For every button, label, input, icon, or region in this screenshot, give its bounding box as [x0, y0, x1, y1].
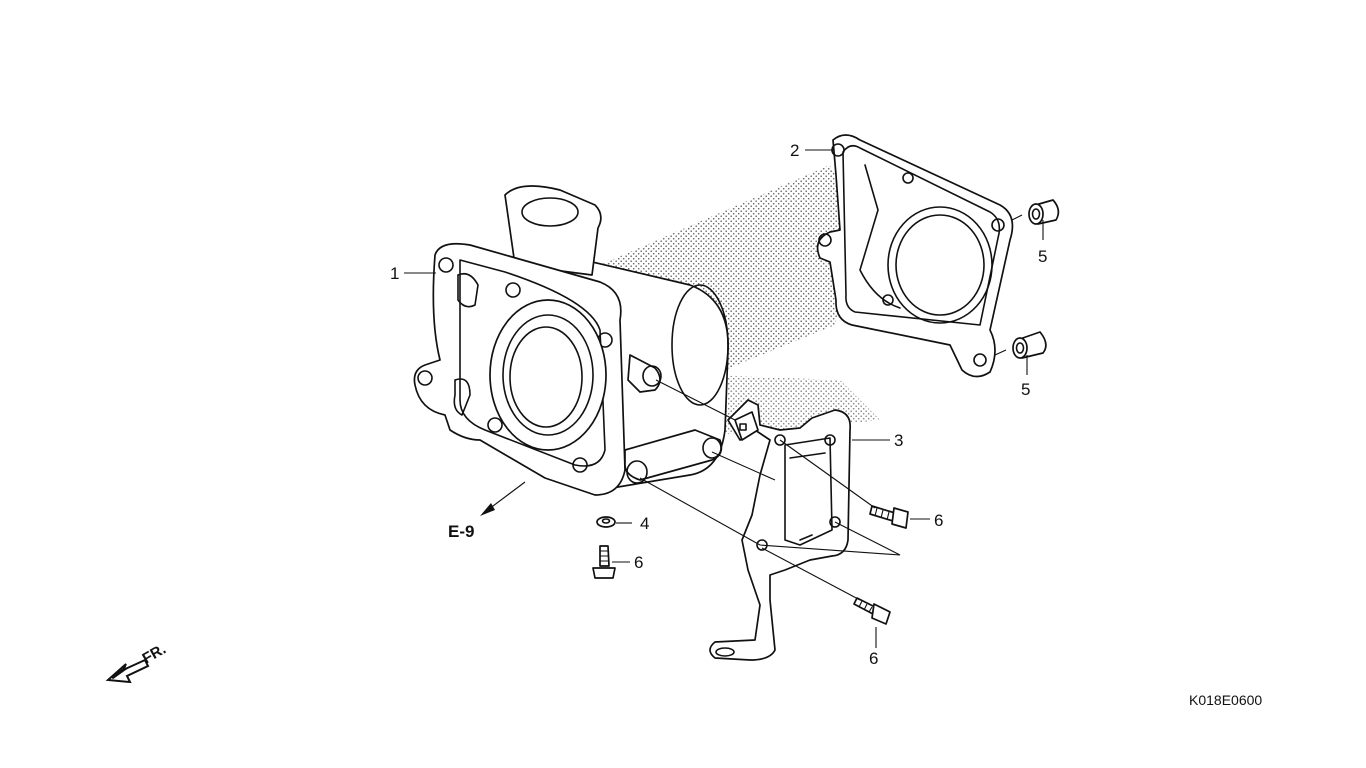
cylinder-part — [413, 185, 729, 496]
callout-6-right: 6 — [934, 511, 943, 530]
reference-label[interactable]: E-9 — [448, 522, 474, 541]
cylinder-gasket-part — [816, 134, 1014, 378]
dowel-pin-upper — [1028, 199, 1060, 225]
callout-leaders — [404, 149, 1044, 648]
callout-4: 4 — [640, 514, 649, 533]
washer-part — [596, 516, 616, 528]
callout-1: 1 — [390, 264, 399, 283]
callout-5-upper: 5 — [1038, 247, 1047, 266]
dowel-pin-lower — [1012, 331, 1047, 359]
reference-arrow — [480, 481, 526, 516]
bolt-part-upper-right — [869, 505, 909, 529]
bolt-part-lower — [853, 597, 891, 625]
front-direction-arrow — [105, 658, 150, 684]
callout-2: 2 — [790, 141, 799, 160]
bracket-part — [709, 399, 852, 661]
diagram-code: K018E0600 — [1189, 692, 1262, 708]
callout-6-bottom: 6 — [869, 649, 878, 668]
callout-5-lower: 5 — [1021, 380, 1030, 399]
bolt-part-left — [592, 545, 616, 579]
callout-3: 3 — [894, 431, 903, 450]
callout-6-left: 6 — [634, 553, 643, 572]
assembly-lines — [639, 214, 1023, 601]
